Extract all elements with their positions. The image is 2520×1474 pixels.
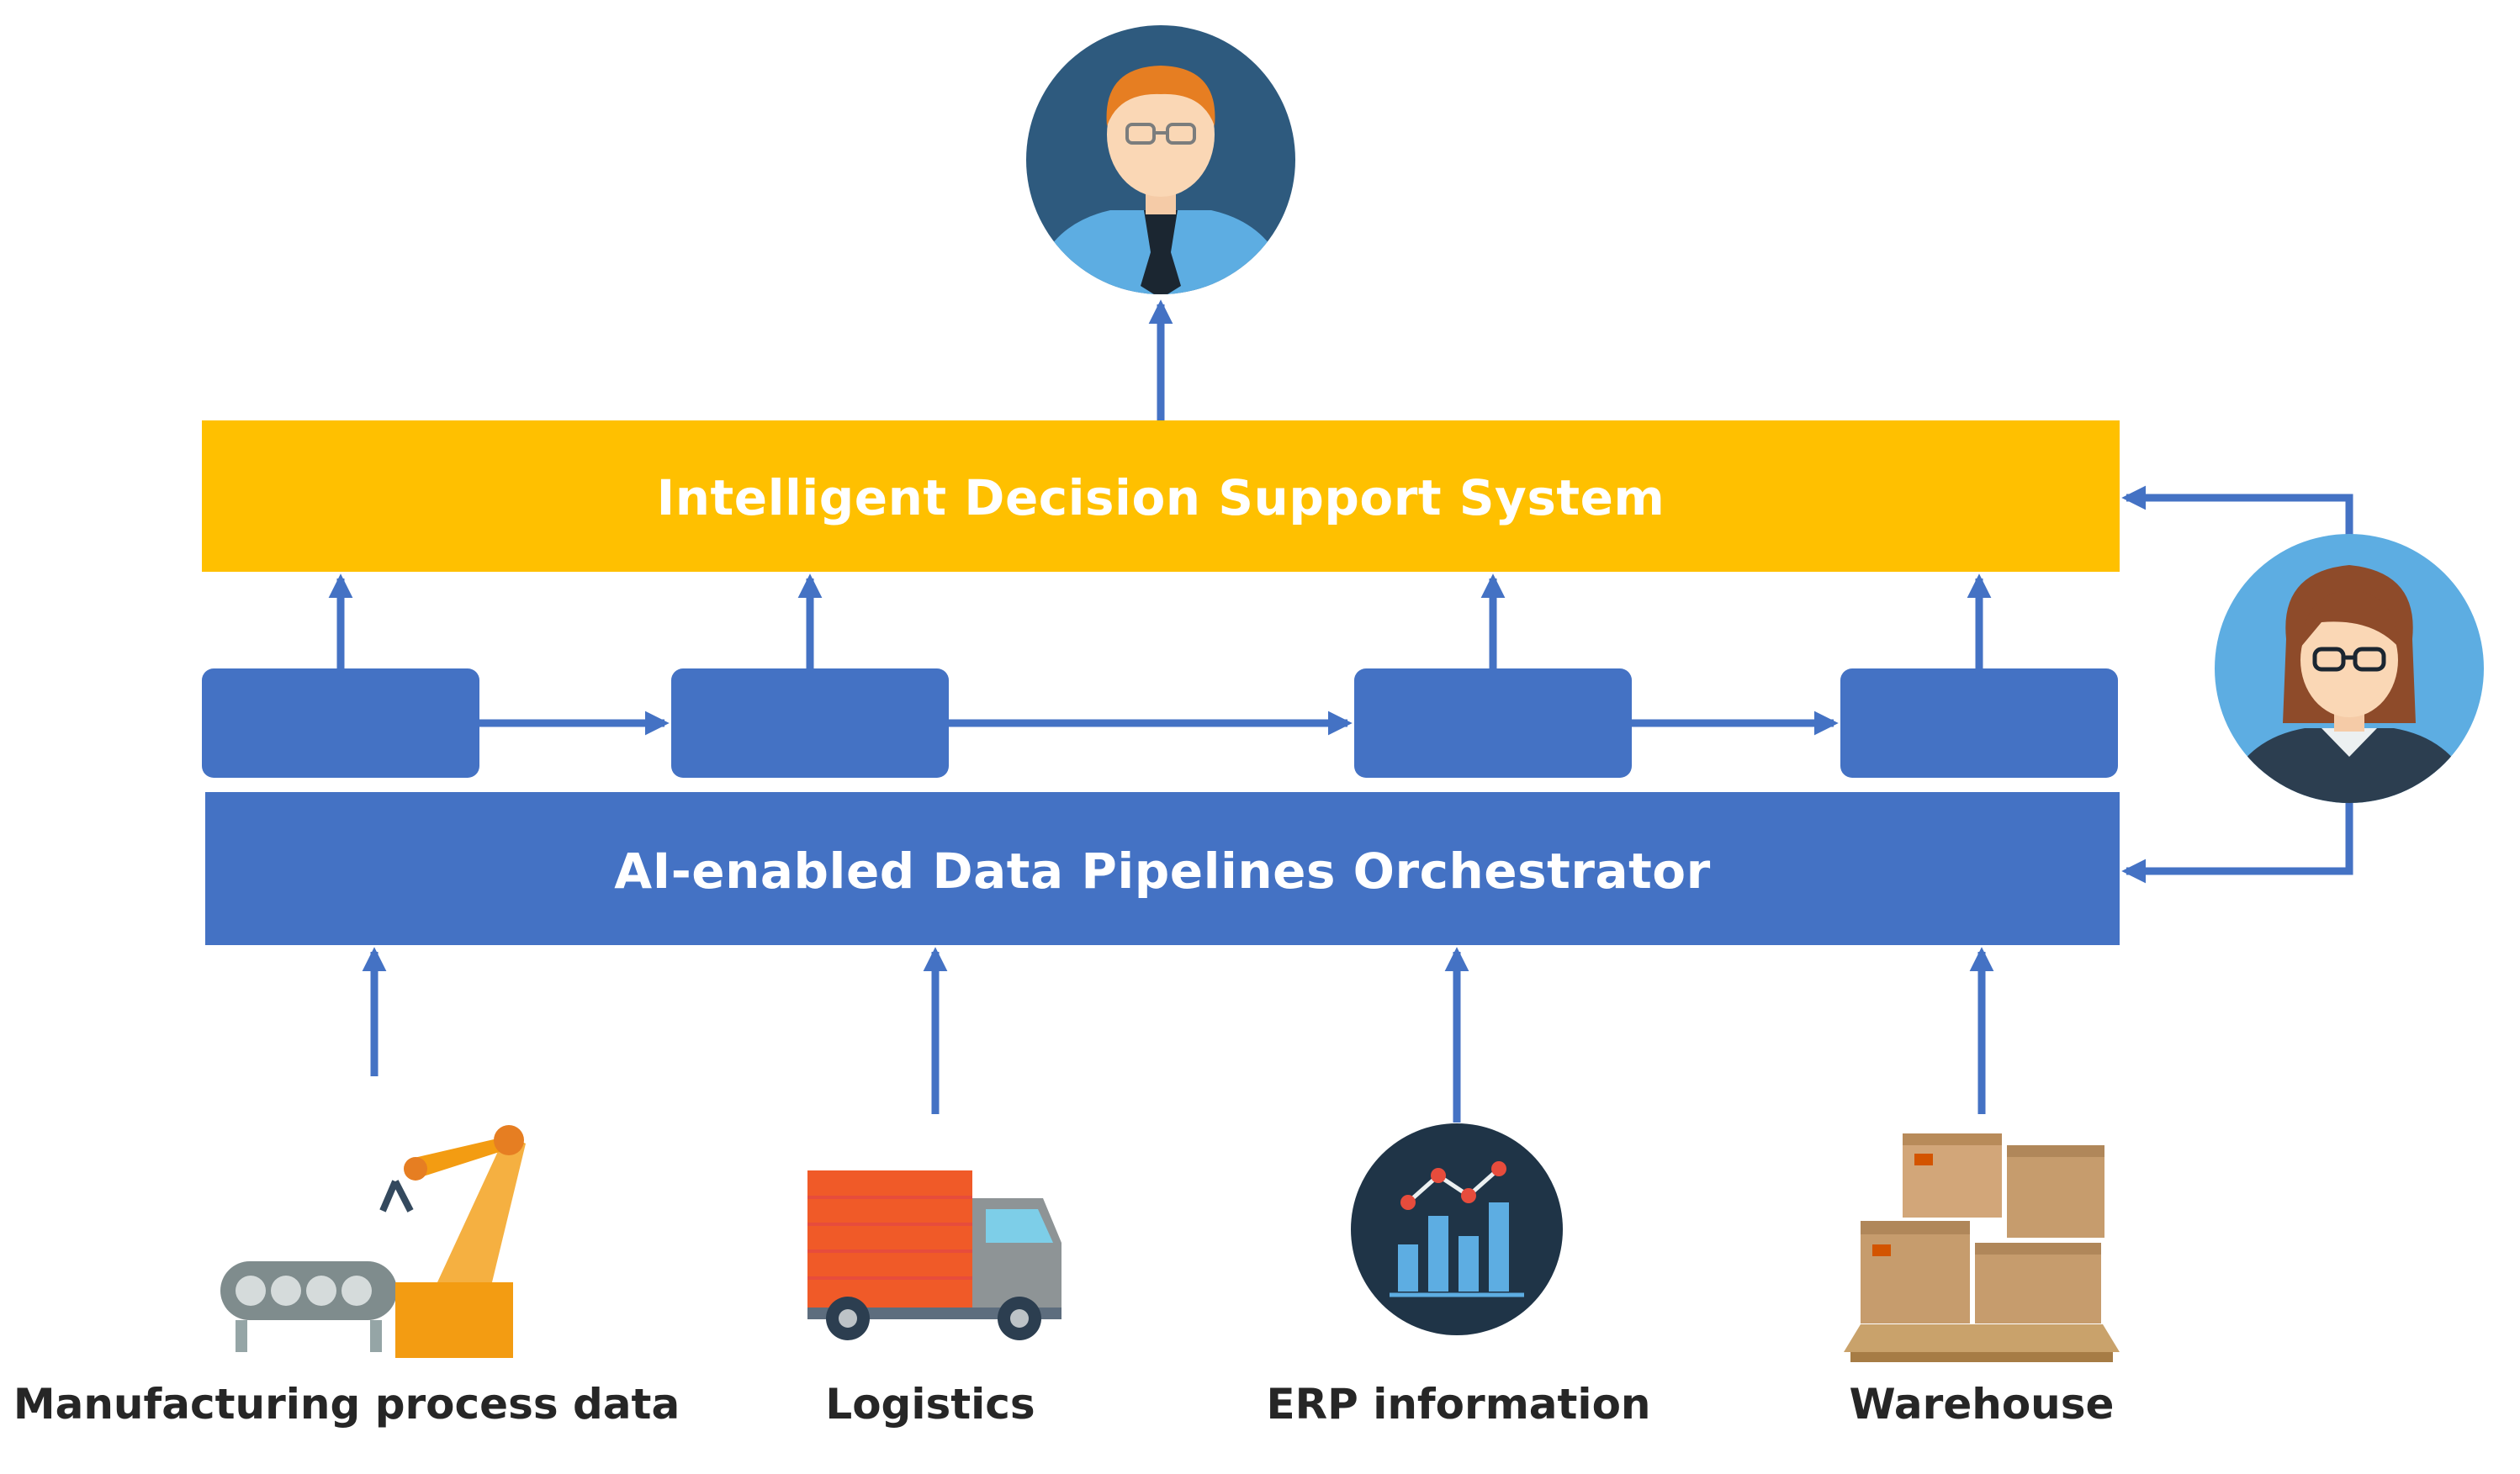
delivery-truck-icon	[807, 1170, 1061, 1340]
pipeline-stage-2	[671, 668, 949, 778]
pipeline-stage-4	[1840, 668, 2118, 778]
source-label-warehouse: Warehouse	[1849, 1380, 2115, 1429]
orchestrator-bar	[205, 792, 2120, 945]
analytics-chart-icon	[1351, 1123, 1563, 1335]
decision-support-title: Intelligent Decision Support System	[656, 469, 1665, 526]
source-label-logistics: Logistics	[825, 1380, 1035, 1429]
warehouse-boxes-icon	[1844, 1133, 2120, 1362]
arrow-right-user-to-decision	[2121, 485, 2353, 538]
pipeline-stage-3	[1354, 668, 1632, 778]
arrow-right-user-to-orchestrator	[2121, 799, 2353, 884]
source-label-erp: ERP information	[1266, 1380, 1651, 1429]
robot-arm-conveyor-icon	[220, 1125, 526, 1358]
female-operator-avatar-icon	[2215, 534, 2484, 803]
source-label-manufacturing: Manufacturing process data	[13, 1380, 680, 1429]
orchestrator-title: AI-enabled Data Pipelines Orchestrator	[614, 843, 1711, 900]
pipeline-stage-1	[202, 668, 479, 778]
decision-support-bar	[202, 420, 2120, 572]
male-decision-maker-avatar-icon	[1026, 25, 1295, 294]
